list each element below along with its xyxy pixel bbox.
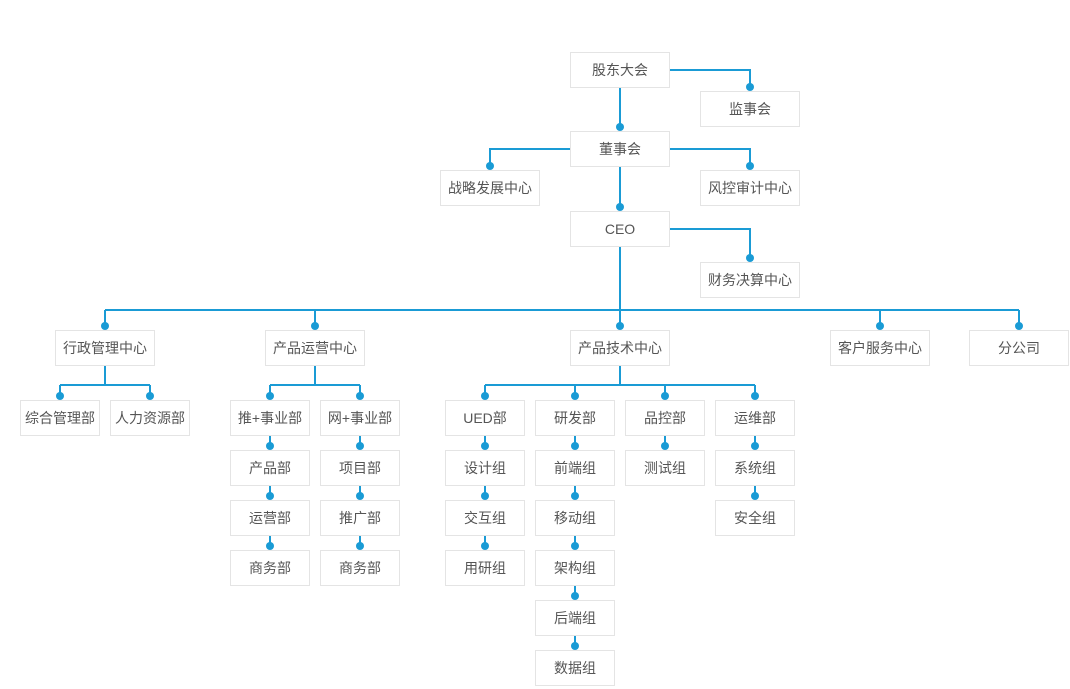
org-node-shareholders-meeting: 股东大会 [570, 52, 670, 88]
org-node-financial-settlement-center: 财务决算中心 [700, 262, 800, 298]
org-node-interaction-team: 交互组 [445, 500, 525, 536]
connector-dot [101, 322, 109, 330]
org-node-mobile-team: 移动组 [535, 500, 615, 536]
connector-line [670, 69, 751, 87]
connector-dot [356, 392, 364, 400]
org-node-data-team: 数据组 [535, 650, 615, 686]
org-node-tui-business-dept: 推+事业部 [230, 400, 310, 436]
org-node-ued-dept: UED部 [445, 400, 525, 436]
org-node-architecture-team: 架构组 [535, 550, 615, 586]
connector-dot [746, 83, 754, 91]
connector-dot [56, 392, 64, 400]
org-node-frontend-team: 前端组 [535, 450, 615, 486]
connector-dot [571, 392, 579, 400]
connector-dot [481, 392, 489, 400]
connector-dot [266, 442, 274, 450]
connector-dot [266, 392, 274, 400]
connector-dot [616, 123, 624, 131]
org-node-rd-dept: 研发部 [535, 400, 615, 436]
org-node-security-team: 安全组 [715, 500, 795, 536]
org-node-testing-team: 测试组 [625, 450, 705, 486]
connector-dot [746, 254, 754, 262]
connector-dot [746, 162, 754, 170]
connector-dot [616, 322, 624, 330]
org-node-business-dept-1: 商务部 [230, 550, 310, 586]
org-node-design-team: 设计组 [445, 450, 525, 486]
connector-line [670, 228, 751, 258]
connector-line [670, 148, 751, 166]
connector-dot [751, 492, 759, 500]
connector-dot [481, 542, 489, 550]
org-node-ops-dept: 运维部 [715, 400, 795, 436]
connector-dot [616, 203, 624, 211]
org-node-admin-management-center: 行政管理中心 [55, 330, 155, 366]
org-node-promotion-dept: 推广部 [320, 500, 400, 536]
org-node-supervisory-board: 监事会 [700, 91, 800, 127]
org-node-risk-audit-center: 风控审计中心 [700, 170, 800, 206]
org-node-business-dept-2: 商务部 [320, 550, 400, 586]
org-node-strategy-development-center: 战略发展中心 [440, 170, 540, 206]
connector-dot [1015, 322, 1023, 330]
org-node-hr-dept: 人力资源部 [110, 400, 190, 436]
org-node-general-management-dept: 综合管理部 [20, 400, 100, 436]
connector-dot [661, 392, 669, 400]
connector-dot [356, 492, 364, 500]
connector-dot [661, 442, 669, 450]
connector-line [489, 148, 570, 166]
org-node-user-research-team: 用研组 [445, 550, 525, 586]
connector-dot [571, 492, 579, 500]
org-node-board-of-directors: 董事会 [570, 131, 670, 167]
connector-dot [266, 542, 274, 550]
org-node-qc-dept: 品控部 [625, 400, 705, 436]
connector-dot [266, 492, 274, 500]
org-node-branch-company: 分公司 [969, 330, 1069, 366]
connector-dot [571, 592, 579, 600]
connector-dot [311, 322, 319, 330]
org-node-ceo: CEO [570, 211, 670, 247]
connector-dot [486, 162, 494, 170]
connector-dot [481, 492, 489, 500]
org-node-project-dept: 项目部 [320, 450, 400, 486]
connector-dot [751, 442, 759, 450]
connector-dot [571, 442, 579, 450]
connector-dot [481, 442, 489, 450]
connector-dot [356, 442, 364, 450]
org-node-operations-dept: 运营部 [230, 500, 310, 536]
connector-dot [356, 542, 364, 550]
org-node-system-team: 系统组 [715, 450, 795, 486]
org-node-product-technology-center: 产品技术中心 [570, 330, 670, 366]
connector-dot [571, 642, 579, 650]
connector-dot [571, 542, 579, 550]
org-node-product-operations-center: 产品运营中心 [265, 330, 365, 366]
org-node-product-dept: 产品部 [230, 450, 310, 486]
org-node-wang-business-dept: 网+事业部 [320, 400, 400, 436]
org-node-backend-team: 后端组 [535, 600, 615, 636]
connector-dot [146, 392, 154, 400]
org-node-customer-service-center: 客户服务中心 [830, 330, 930, 366]
connector-dot [876, 322, 884, 330]
connector-dot [751, 392, 759, 400]
